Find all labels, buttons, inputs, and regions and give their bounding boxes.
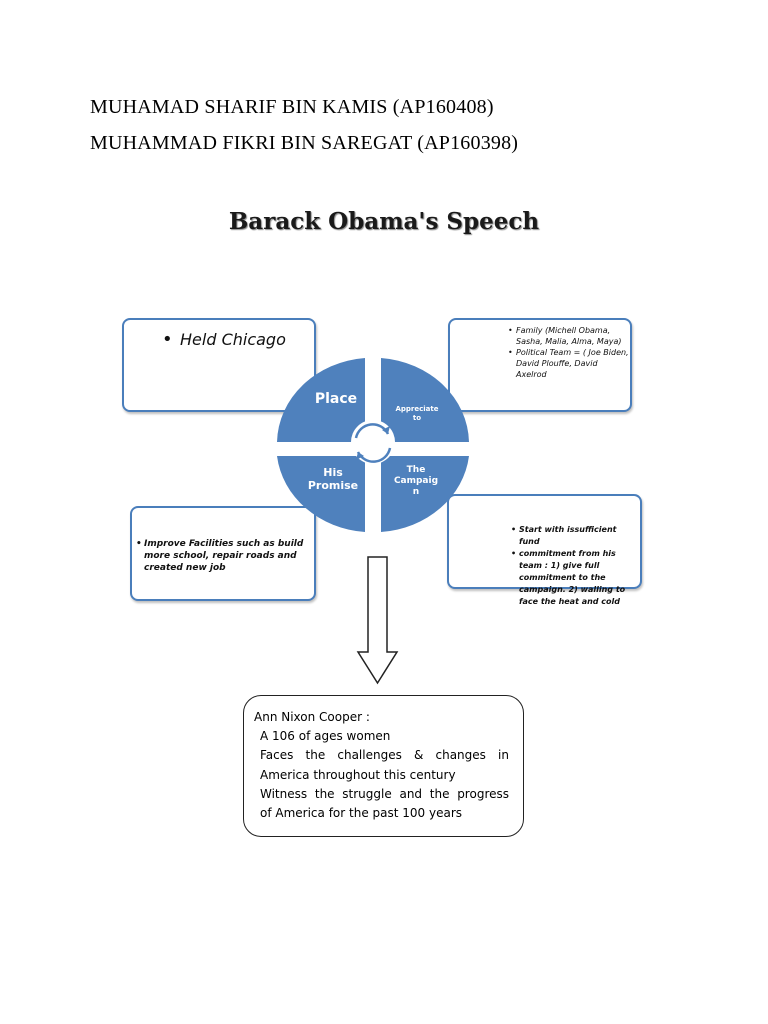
summary-line-3: America throughout this century [260,767,456,782]
place-box: Held Chicago [122,318,316,412]
ann-nixon-cooper-box: Ann Nixon Cooper : A 106 of ages women F… [243,695,524,837]
segment-place-label: Place [315,391,357,407]
segment-place [277,358,365,442]
promise-item: Improve Facilities such as build more sc… [136,538,306,574]
campaign-item-fund: Start with issufficient fund [511,524,639,548]
segment-campaign [381,456,469,532]
segment-promise-label-2: Promise [308,479,358,492]
segment-appreciate-label-1: Appreciate [395,405,438,413]
summary-line-2: Faces the challenges & changes in [260,748,509,763]
campaign-item-commitment: commitment from his team : 1) give full … [511,548,639,608]
down-arrow-icon [356,556,399,685]
segment-appreciate-label-2: to [413,414,421,422]
segment-campaign-label-1: The [407,465,426,475]
summary-heading: Ann Nixon Cooper : [254,710,370,724]
appreciate-item-team: Political Team = ( Joe Biden, David Plou… [508,347,630,380]
segment-campaign-label-2: Campaig [394,476,438,486]
center-cycle-icon [351,420,395,464]
appreciate-box: Family (Michell Obama, Sasha, Malia, Alm… [448,318,632,412]
segment-promise [277,456,365,532]
summary-line-1: A 106 of ages women [260,729,391,744]
summary-line-5: of America for the past 100 years [260,806,463,821]
document-title: Barack Obama's Speech [228,208,540,235]
segment-promise-label-1: His [323,466,343,479]
promise-box: Improve Facilities such as build more sc… [130,506,316,601]
segment-campaign-label-3: n [413,487,419,497]
appreciate-item-family: Family (Michell Obama, Sasha, Malia, Alm… [508,325,630,347]
author-line-2: MUHAMMAD FIKRI BIN SAREGAT (AP160398) [90,132,519,154]
place-item: Held Chicago [162,328,302,351]
campaign-box: Start with issufficient fund commitment … [447,494,642,606]
cycle-diagram: Place Appreciate to His Promise The Camp… [277,358,469,532]
author-line-1: MUHAMAD SHARIF BIN KAMIS (AP160408) [90,96,494,118]
summary-line-4: Witness the struggle and the progress [260,786,509,801]
segment-appreciate [381,358,469,442]
